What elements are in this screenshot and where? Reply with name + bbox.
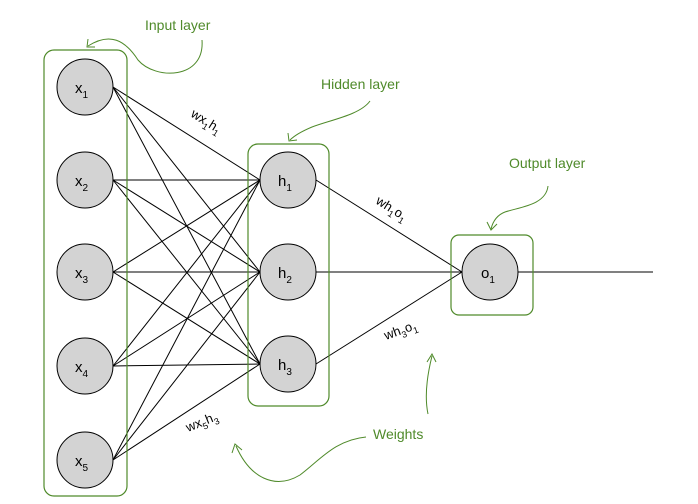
edge-x5-h3: [112, 363, 261, 461]
callout-curve: [87, 38, 203, 74]
input-node-label: x2: [75, 173, 89, 194]
output-nodes: o1: [461, 243, 519, 301]
hidden-output-connections: [315, 179, 653, 365]
output-layer-callout: [486, 185, 549, 231]
output-node: o1: [461, 243, 519, 301]
hidden-node: h2: [259, 243, 317, 301]
input-hidden-connections: [112, 86, 261, 461]
input-node-circle: [56, 431, 114, 489]
weight-label-wx1h1: wx1h1: [186, 105, 225, 138]
hidden-node: h3: [259, 335, 317, 393]
output-node-label: o1: [481, 265, 495, 286]
edge-x5-h1: [112, 179, 261, 461]
input-node: x2: [56, 151, 114, 209]
hidden-node-circle: [259, 151, 317, 209]
weight-label-wh3o1: wh3o1: [381, 317, 420, 346]
edge-x1-h1: [112, 86, 261, 181]
input-node-circle: [56, 337, 114, 395]
hidden-nodes: h1 h2 h3: [259, 151, 317, 393]
arrow-icon: [486, 221, 498, 231]
edge-x4-h1: [112, 179, 261, 367]
hidden-node-circle: [259, 243, 317, 301]
hidden-node-label: h1: [278, 173, 292, 194]
callout-curve: [289, 100, 371, 141]
input-node: x3: [56, 243, 114, 301]
output-layer-label: Output layer: [509, 155, 586, 171]
input-node-label: x3: [75, 265, 89, 286]
input-node: x1: [56, 58, 114, 116]
hidden-layer-box: [247, 143, 330, 407]
output-layer-box: [450, 234, 534, 316]
arrow-icon: [287, 132, 298, 142]
edge-x3-h1: [112, 179, 261, 273]
arrow-icon: [231, 443, 243, 454]
input-node-circle: [56, 58, 114, 116]
weight-label-wx5h3: wx5h3: [183, 408, 221, 437]
input-nodes: x1 x2 x3 x4 x5: [56, 58, 114, 489]
edge-x4-h3: [112, 363, 261, 367]
hidden-layer-label: Hidden layer: [321, 76, 400, 92]
input-node: x4: [56, 337, 114, 395]
callout-curve: [490, 185, 549, 230]
input-layer-label: Input layer: [145, 17, 211, 33]
arrow-icon: [86, 38, 95, 48]
weights-callout-left: [231, 436, 367, 482]
weight-label-wh1o1: wh1o1: [371, 192, 410, 226]
arrow-icon: [426, 352, 437, 363]
hidden-node-label: h3: [278, 357, 292, 378]
edge-x5-h2: [112, 271, 261, 461]
callout-curve: [425, 355, 433, 415]
hidden-node-label: h2: [278, 265, 292, 286]
weights-label: Weights: [373, 426, 423, 442]
input-node-circle: [56, 243, 114, 301]
input-node-label: x1: [75, 80, 89, 101]
input-node-circle: [56, 151, 114, 209]
input-node: x5: [56, 431, 114, 489]
callout-curve: [235, 436, 367, 482]
input-layer-callout: [86, 38, 203, 74]
input-node-label: x5: [75, 453, 89, 474]
edge-h3-o1: [315, 271, 463, 365]
input-node-label: x4: [75, 359, 89, 380]
edge-h1-o1: [315, 179, 463, 273]
weights-callout-right: [425, 352, 437, 415]
hidden-node: h1: [259, 151, 317, 209]
hidden-node-circle: [259, 335, 317, 393]
output-node-circle: [461, 243, 519, 301]
input-layer-box: [43, 49, 128, 497]
hidden-layer-callout: [287, 100, 371, 142]
edge-x3-h3: [112, 271, 261, 365]
